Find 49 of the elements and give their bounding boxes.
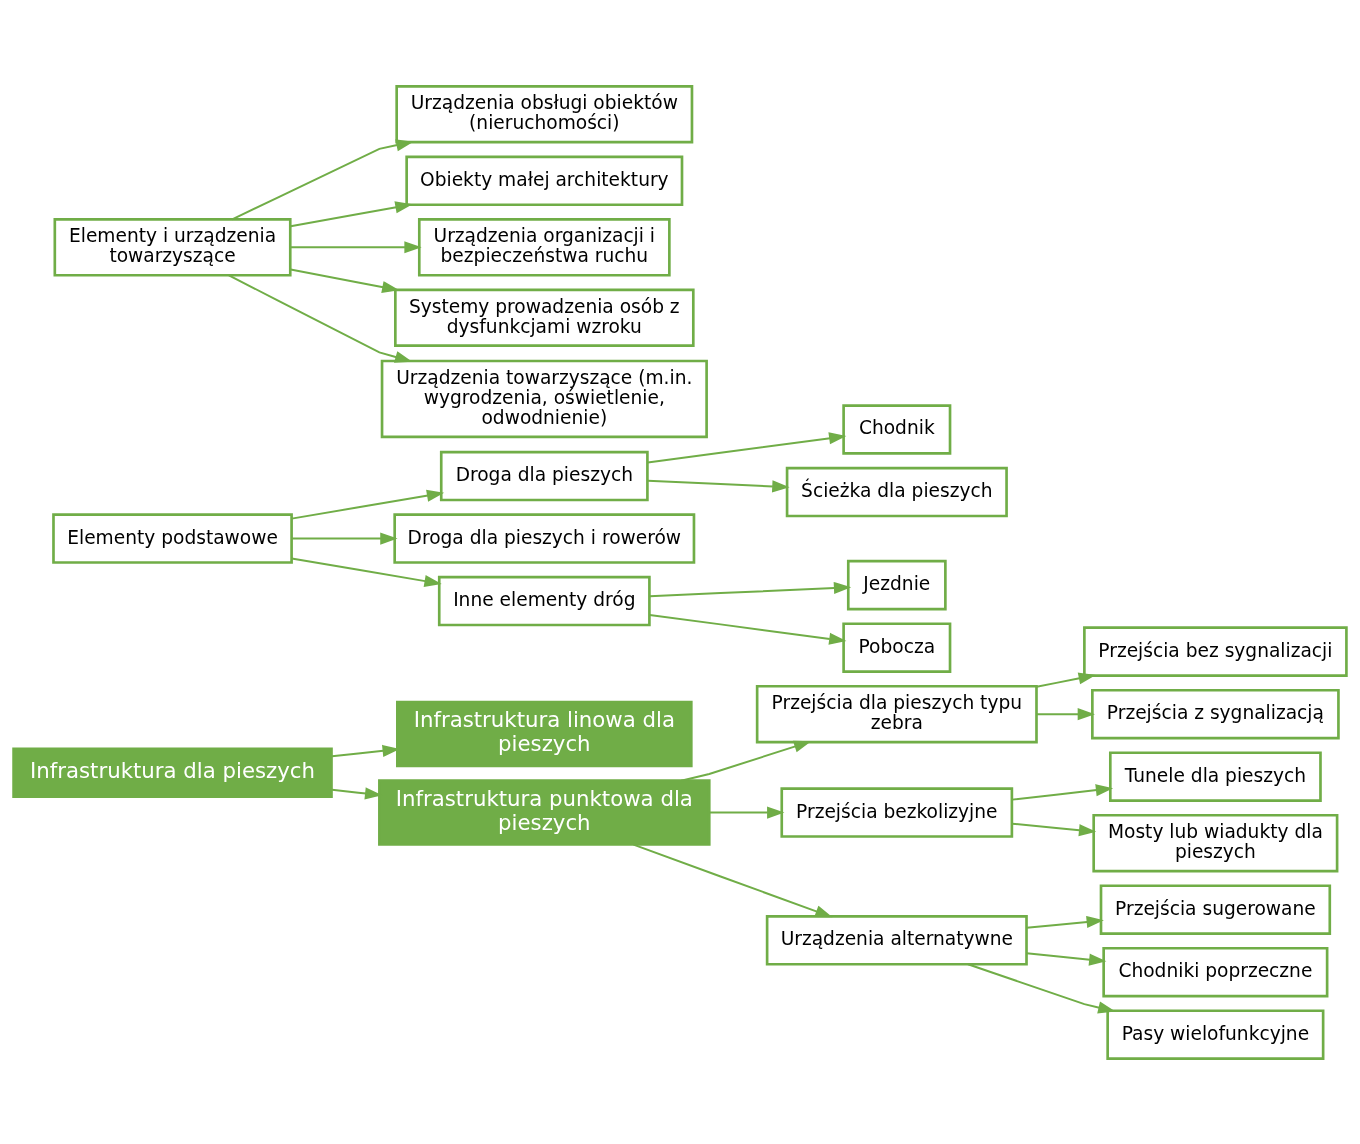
arrow	[967, 962, 1116, 1013]
node-box: Urządzenia alternatywne	[765, 914, 1028, 966]
node-box: Pasy wielofunkcyjne	[1106, 1008, 1325, 1060]
node-box: Urządzenia obsługi obiektów (nieruchomości)	[395, 84, 694, 143]
node-box: Infrastruktura dla pieszych	[12, 746, 333, 798]
node-box: Droga dla pieszych i rowerów	[393, 512, 696, 564]
node-box: Elementy i urządzenia towarzyszące	[53, 217, 292, 277]
arrow	[1011, 822, 1097, 836]
arrow	[708, 806, 785, 819]
node-box: Infrastruktura punktowa dla pieszych	[378, 778, 711, 846]
arrow	[1035, 671, 1096, 688]
node-box: Inne elementy dróg	[437, 575, 651, 626]
node-box: Przejścia z sygnalizacją	[1091, 688, 1340, 739]
arrow	[1025, 951, 1107, 966]
node-box: Elementy podstawowe	[52, 512, 293, 564]
node-box: Przejścia sugerowane	[1099, 883, 1332, 935]
node-box: Droga dla pieszych	[439, 450, 649, 501]
arrow	[1035, 707, 1095, 720]
node-box: Infrastruktura linowa dla pieszych	[396, 700, 693, 767]
arrow	[290, 489, 445, 520]
node-box: Ścieżka dla pieszych	[785, 466, 1008, 517]
arrow	[289, 200, 413, 227]
arrow	[648, 581, 852, 597]
arrow	[289, 240, 422, 253]
node-box: Mosty lub wiadukty dla pieszych	[1092, 813, 1339, 872]
arrow	[646, 479, 790, 492]
arrow	[1011, 783, 1114, 801]
node-box: Chodnik	[842, 403, 952, 455]
arrow	[290, 532, 398, 545]
arrow	[648, 613, 847, 645]
arrow	[227, 273, 413, 363]
arrow	[680, 740, 812, 782]
arrow	[646, 431, 847, 463]
node-box: Przejścia bez sygnalizacji	[1083, 625, 1348, 677]
node-box: Obiekty małej architektury	[405, 155, 684, 206]
node-box: Systemy prowadzenia osób z dysfunkcjami wzroku	[394, 288, 695, 347]
arrow	[231, 138, 414, 220]
node-box: Przejścia dla pieszych typu zebra	[755, 684, 1038, 743]
arrow	[632, 843, 833, 917]
node-box: Urządzenia organizacji i bezpieczeństwa ruchu	[417, 217, 671, 277]
node-box: Pobocza	[842, 621, 952, 673]
node-box: Chodniki poprzeczne	[1102, 946, 1329, 997]
node-box: Urządzenia towarzyszące (m.in. wygrodzenia, oświetlenie, odwodnienie)	[380, 359, 708, 438]
node-box: Tunele dla pieszych	[1109, 750, 1322, 802]
arrow	[290, 557, 442, 587]
arrow	[289, 268, 400, 293]
node-box: Przejścia bezkolizyjne	[780, 786, 1014, 838]
node-box: Jezdnie	[846, 559, 947, 610]
arrow	[1025, 915, 1104, 929]
